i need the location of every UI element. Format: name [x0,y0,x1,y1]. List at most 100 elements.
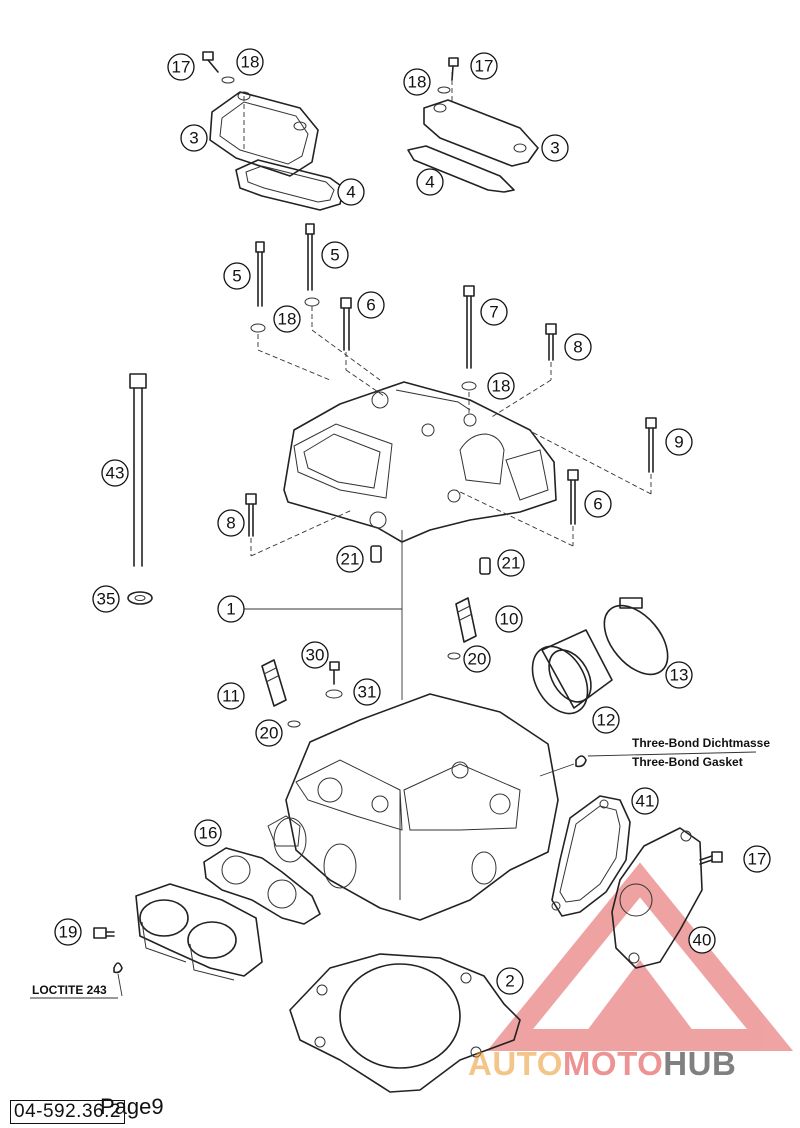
svg-text:40: 40 [693,931,712,950]
callout-17: 17 [167,53,195,81]
bolt-17-left [202,51,235,84]
cylinder-head [267,693,575,921]
callout-12: 12 [592,706,620,734]
svg-text:18: 18 [241,53,260,72]
callout-17: 17 [743,845,771,873]
svg-text:1: 1 [226,600,235,619]
callout-6: 6 [357,291,385,319]
note-loctite: LOCTITE 243 [32,983,107,997]
bolt-17-right [437,57,459,94]
svg-text:21: 21 [502,554,521,573]
bolt-30-washer-31 [325,661,343,699]
callout-20: 20 [463,645,491,673]
bolts-8-6-lower [245,469,579,557]
svg-text:18: 18 [278,310,297,329]
svg-text:12: 12 [597,711,616,730]
callout-18: 18 [487,372,515,400]
callout-21: 21 [336,545,364,573]
part-1-leader [244,530,403,700]
callout-18: 18 [403,68,431,96]
svg-text:7: 7 [489,303,498,322]
svg-text:18: 18 [492,377,511,396]
bolt-17-cover [699,851,723,865]
svg-text:4: 4 [346,183,355,202]
bolts-6-7-8-9 [340,285,657,495]
valve-cover-left [209,91,345,211]
dowel-pins-21 [370,545,491,575]
svg-text:5: 5 [232,267,241,286]
svg-text:11: 11 [222,687,240,706]
svg-text:8: 8 [573,338,582,357]
svg-text:6: 6 [593,495,602,514]
callout-5: 5 [223,262,251,290]
callout-4: 4 [416,168,444,196]
svg-text:9: 9 [674,433,683,452]
valve-guide-11 [261,659,301,728]
svg-text:30: 30 [306,646,325,665]
callout-19: 19 [54,918,82,946]
callout-8: 8 [564,333,592,361]
drawing-code: 04-592.36.2 [10,1100,125,1124]
watermark-text: AUTOMOTOHUB [468,1045,737,1082]
svg-text:20: 20 [468,650,487,669]
svg-text:19: 19 [59,923,78,942]
callout-18: 18 [236,48,264,76]
sealant-marker [575,751,757,768]
callout-43: 43 [101,459,129,487]
note-gasket-de: Three-Bond Dichtmasse [632,736,770,750]
callout-17: 17 [470,52,498,80]
callout-10: 10 [495,605,523,633]
callout-6: 6 [584,490,612,518]
callout-9: 9 [665,428,693,456]
callout-1: 1 [217,595,245,623]
svg-text:18: 18 [408,73,427,92]
callout-8: 8 [217,509,245,537]
intake-boot-12 [531,629,613,715]
valve-guide-10 [447,597,477,660]
watermark-logo [486,862,794,1051]
callout-3: 3 [180,124,208,152]
callout-30: 30 [301,641,329,669]
callout-13: 13 [665,661,693,689]
page-number: Page9 [100,1094,164,1119]
callout-3: 3 [541,134,569,162]
svg-text:20: 20 [260,724,279,743]
svg-text:17: 17 [172,58,191,77]
svg-text:3: 3 [550,139,559,158]
callout-40: 40 [688,926,716,954]
svg-text:21: 21 [341,550,360,569]
cover-gasket-41 [551,795,631,917]
svg-text:17: 17 [748,850,767,869]
svg-text:43: 43 [106,464,125,483]
svg-text:35: 35 [97,590,116,609]
svg-text:4: 4 [425,173,434,192]
svg-text:17: 17 [475,57,494,76]
callout-31: 31 [353,678,381,706]
callout-35: 35 [92,585,120,613]
note-gasket-en: Three-Bond Gasket [632,755,743,769]
hose-clamp-13 [603,597,669,676]
callout-11: 11 [217,682,245,710]
svg-text:10: 10 [500,610,519,629]
stud-43 [127,373,153,605]
svg-text:16: 16 [199,824,218,843]
callout-7: 7 [480,298,508,326]
bolt-19 [93,927,123,997]
callout-20: 20 [255,719,283,747]
callout-5: 5 [321,241,349,269]
callout-2: 2 [496,967,524,995]
svg-text:6: 6 [366,296,375,315]
exhaust-flange [135,883,263,981]
head-gasket-2 [289,953,521,1093]
svg-text:2: 2 [505,972,514,991]
exhaust-gasket-16 [203,847,321,925]
svg-text:31: 31 [358,683,377,702]
svg-text:3: 3 [189,129,198,148]
svg-text:13: 13 [670,666,689,685]
svg-text:8: 8 [226,514,235,533]
callout-16: 16 [194,819,222,847]
svg-text:5: 5 [330,246,339,265]
valve-cover-right [407,72,539,193]
cam-cover-40 [611,827,703,969]
